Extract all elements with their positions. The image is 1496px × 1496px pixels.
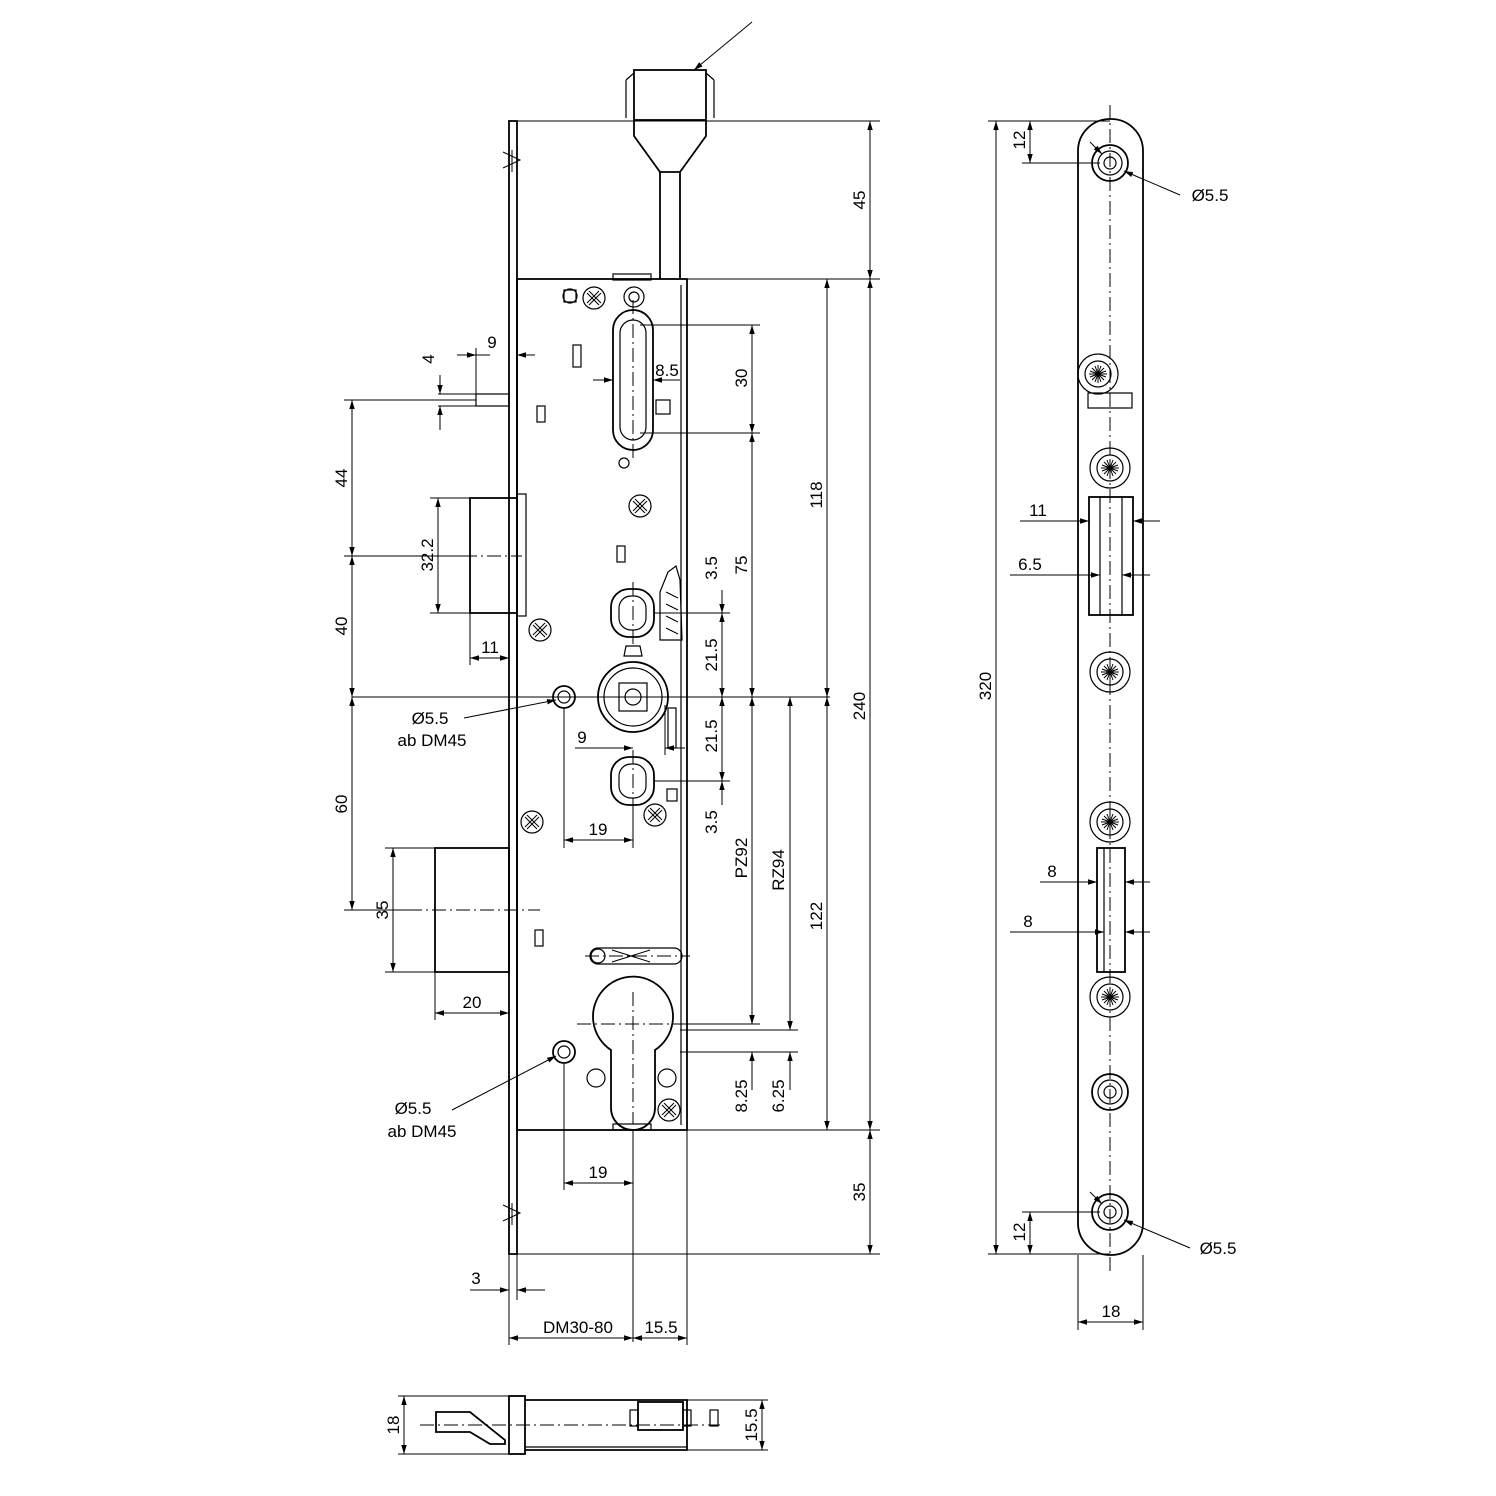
dim-rz94: RZ94 xyxy=(769,849,788,891)
dim-118: 118 xyxy=(807,481,826,508)
fp-dim-11: 11 xyxy=(1029,501,1047,520)
dim-11-latch: 11 xyxy=(481,638,499,657)
dim-6-25: 6.25 xyxy=(769,1079,788,1112)
dim-21-5-top: 21.5 xyxy=(702,638,721,671)
dim-15-5: 15.5 xyxy=(644,1318,677,1337)
auxiliary-latch xyxy=(475,393,510,407)
dim-8-5: 8.5 xyxy=(655,361,679,380)
faceplate-strip xyxy=(508,120,518,1255)
fp-dim-12-top: 12 xyxy=(1010,131,1029,150)
dim-60: 60 xyxy=(332,795,351,814)
hole-mid-diameter: Ø5.5 xyxy=(412,709,449,728)
dim-35-right: 35 xyxy=(850,1183,869,1202)
fp-hole-top: Ø5.5 xyxy=(1192,186,1229,205)
hole-bottom-diameter: Ø5.5 xyxy=(395,1099,432,1118)
fp-dim-12-bottom: 12 xyxy=(1010,1223,1029,1242)
fp-dim-320: 320 xyxy=(976,672,995,700)
dim-75: 75 xyxy=(732,556,751,575)
dim-8-25: 8.25 xyxy=(732,1079,751,1112)
dim-30: 30 xyxy=(732,369,751,388)
dim-19-bottom: 19 xyxy=(589,1163,608,1182)
dim-40: 40 xyxy=(332,617,351,636)
dim-35-bolt: 35 xyxy=(373,901,392,920)
fp-hole-bottom: Ø5.5 xyxy=(1200,1239,1237,1258)
dim-21-5-bottom: 21.5 xyxy=(702,719,721,752)
lock-case xyxy=(516,278,688,1131)
dim-3-5-bottom: 3.5 xyxy=(702,810,721,834)
dim-19-mid: 19 xyxy=(589,820,608,839)
dim-32-2: 32.2 xyxy=(418,538,437,571)
dim-4: 4 xyxy=(419,354,438,363)
hole-bottom-note: ab DM45 xyxy=(388,1122,457,1141)
bv-dim-15-5: 15.5 xyxy=(742,1408,761,1441)
fp-dim-6-5: 6.5 xyxy=(1018,555,1042,574)
dim-20: 20 xyxy=(463,993,482,1012)
dim-dm30-80: DM30-80 xyxy=(543,1318,613,1337)
faceplate-front-view xyxy=(988,105,1191,1330)
dim-9-mid: 9 xyxy=(577,728,586,747)
dim-3: 3 xyxy=(471,1269,480,1288)
fp-dim-8-b: 8 xyxy=(1023,912,1032,931)
bottom-view xyxy=(398,1395,768,1455)
hole-mid-note: ab DM45 xyxy=(398,731,467,750)
cylinder-profile xyxy=(592,975,674,1131)
dim-44: 44 xyxy=(332,469,351,488)
dimension-lines xyxy=(344,120,880,1345)
dimension-labels: 45 240 35 118 122 30 75 PZ92 RZ94 8.25 6… xyxy=(332,131,1236,1442)
lock-side-view xyxy=(352,21,830,1342)
dead-bolt xyxy=(434,847,510,973)
dim-45: 45 xyxy=(850,191,869,210)
dim-9-top: 9 xyxy=(487,333,496,352)
bv-dim-18: 18 xyxy=(384,1416,403,1435)
dim-pz92: PZ92 xyxy=(732,838,751,879)
dim-3-5-top: 3.5 xyxy=(702,556,721,580)
fp-dim-18: 18 xyxy=(1102,1302,1121,1321)
dim-122: 122 xyxy=(807,902,826,930)
dim-240: 240 xyxy=(850,692,869,720)
fp-dim-8-a: 8 xyxy=(1047,862,1056,881)
